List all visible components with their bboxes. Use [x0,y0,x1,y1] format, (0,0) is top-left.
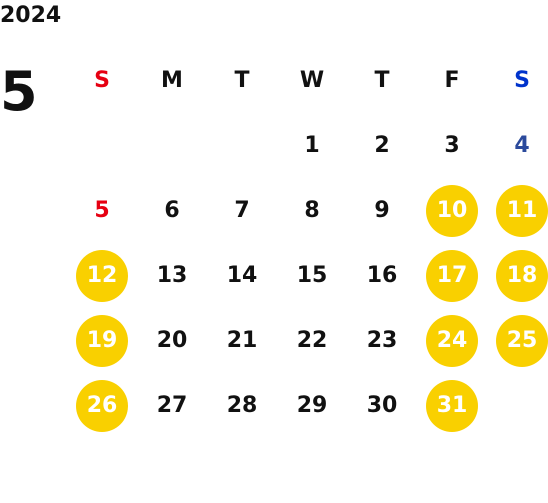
weekday-sun: S [94,68,110,93]
calendar-cell: 5 [67,178,137,243]
highlighted-date[interactable]: 25 [496,314,548,367]
calendar-cell: 31 [417,373,487,438]
highlighted-date[interactable]: 10 [426,184,478,237]
calendar-cell: 26 [67,373,137,438]
calendar-cell: 21 [207,308,277,373]
calendar-cell: 4 [487,113,548,178]
calendar-cell: 24 [417,308,487,373]
calendar-date[interactable]: 1 [304,133,320,158]
highlighted-date[interactable]: 26 [76,379,128,432]
calendar-cell: 20 [137,308,207,373]
weekday-sat: S [514,68,530,93]
calendar-cell: 10 [417,178,487,243]
calendar-cell: 15 [277,243,347,308]
calendar-cell: 12 [67,243,137,308]
calendar-cell: 28 [207,373,277,438]
highlighted-date[interactable]: 11 [496,184,548,237]
calendar-week-row: 12 13 14 15 16 17 18 [67,243,548,308]
calendar-date[interactable]: 2 [374,133,390,158]
calendar-date[interactable]: 8 [304,198,320,223]
weekday-thu: T [374,68,390,93]
calendar-date[interactable]: 29 [296,393,328,418]
calendar-date[interactable]: 15 [296,263,328,288]
calendar-cell: 17 [417,243,487,308]
calendar-cell: 7 [207,178,277,243]
calendar-date[interactable]: 21 [226,328,258,353]
calendar-date[interactable]: 28 [226,393,258,418]
calendar-cell: 18 [487,243,548,308]
weekday-mon: M [161,68,183,93]
calendar-cell: 13 [137,243,207,308]
weekday-header-row: S M T W T F S [67,48,548,113]
calendar-week-row: 1 2 3 4 [67,113,548,178]
highlighted-date[interactable]: 19 [76,314,128,367]
weekday-wed: W [299,68,325,93]
calendar-date[interactable]: 3 [444,133,460,158]
calendar-date[interactable]: 4 [514,133,530,158]
calendar-cell: 14 [207,243,277,308]
calendar-date[interactable]: 9 [374,198,390,223]
calendar-date[interactable]: 5 [94,198,110,223]
calendar-date[interactable]: 7 [234,198,250,223]
calendar-date[interactable]: 6 [164,198,180,223]
calendar-cell: 16 [347,243,417,308]
calendar-cell: 11 [487,178,548,243]
calendar-cell: 19 [67,308,137,373]
calendar-date[interactable]: 16 [366,263,398,288]
calendar-year: 2024 [0,3,62,28]
calendar-date[interactable]: 13 [156,263,188,288]
weekday-fri: F [444,68,460,93]
calendar-month: 5 [0,60,38,123]
calendar-cell: 8 [277,178,347,243]
calendar-cell [137,113,207,178]
calendar-cell: 23 [347,308,417,373]
highlighted-date[interactable]: 24 [426,314,478,367]
calendar-date[interactable]: 20 [156,328,188,353]
highlighted-date[interactable]: 17 [426,249,478,302]
calendar-cell: 9 [347,178,417,243]
calendar-date[interactable]: 30 [366,393,398,418]
calendar-week-row: 5 6 7 8 9 10 11 [67,178,548,243]
calendar-date[interactable]: 14 [226,263,258,288]
calendar-cell: 3 [417,113,487,178]
calendar-week-row: 19 20 21 22 23 24 25 [67,308,548,373]
highlighted-date[interactable]: 12 [76,249,128,302]
calendar-date[interactable]: 27 [156,393,188,418]
calendar-cell: 25 [487,308,548,373]
calendar-cell: 29 [277,373,347,438]
weekday-tue: T [234,68,250,93]
highlighted-date[interactable]: 31 [426,379,478,432]
calendar-cell: 1 [277,113,347,178]
calendar-date[interactable]: 23 [366,328,398,353]
calendar-cell: 2 [347,113,417,178]
calendar-cell: 30 [347,373,417,438]
calendar-cell: 27 [137,373,207,438]
highlighted-date[interactable]: 18 [496,249,548,302]
calendar-cell: 6 [137,178,207,243]
calendar-cell [487,373,548,438]
calendar-cell [207,113,277,178]
calendar-week-row: 26 27 28 29 30 31 [67,373,548,438]
calendar-date[interactable]: 22 [296,328,328,353]
calendar-cell [67,113,137,178]
calendar-cell: 22 [277,308,347,373]
